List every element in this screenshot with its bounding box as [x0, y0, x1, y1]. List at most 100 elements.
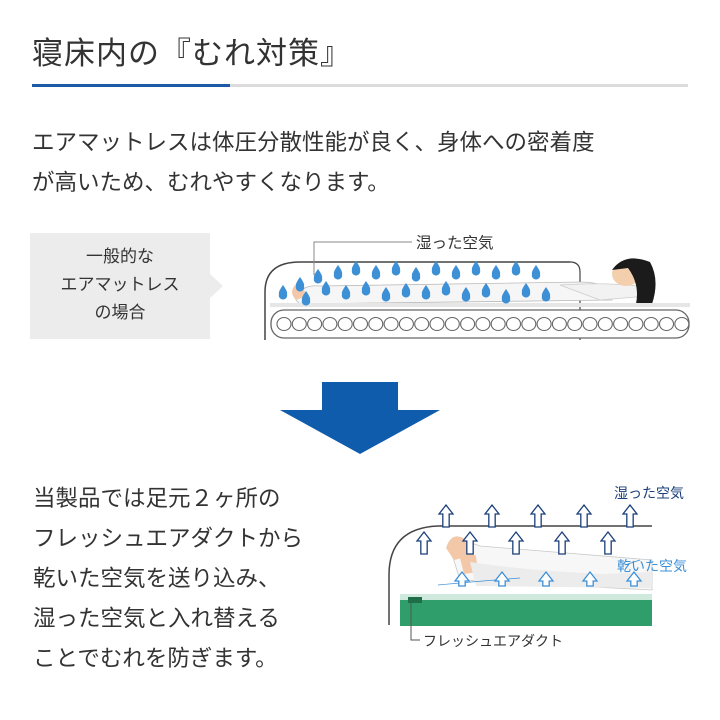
air-cell: [597, 316, 613, 332]
air-cell: [337, 316, 353, 332]
mattress-body: [400, 598, 652, 626]
water-droplet-icon: [541, 287, 551, 302]
up-arrow-icon: [507, 530, 525, 555]
up-arrow-icon: [621, 503, 639, 528]
air-cell: [444, 316, 460, 332]
air-cell: [490, 316, 506, 332]
up-arrow-icon: [415, 530, 433, 555]
intro-text: エアマットレスは体圧分散性能が良く、身体への密着度 が高いため、むれやすくなりま…: [32, 123, 697, 203]
water-droplet-icon: [295, 277, 305, 292]
air-cell: [460, 316, 476, 332]
up-arrow-icon: [453, 570, 471, 587]
up-arrow-icon: [575, 503, 593, 528]
airflow-arrows: [415, 503, 643, 587]
air-cell: [582, 316, 598, 332]
water-droplet-icon: [461, 287, 471, 302]
description-line: フレッシュエアダクトから: [33, 526, 304, 552]
water-droplet-icon: [501, 289, 511, 304]
air-cell: [674, 316, 690, 332]
air-cell: [658, 316, 675, 332]
general-case-label-box: [30, 233, 210, 339]
humid-air-droplets: [278, 261, 551, 306]
air-cell: [368, 316, 384, 332]
water-droplet-icon: [441, 281, 451, 296]
air-cell: [383, 316, 399, 332]
air-cell: [551, 316, 567, 332]
up-arrow-icon: [529, 503, 547, 528]
water-droplet-icon: [491, 265, 501, 280]
air-cell: [536, 316, 552, 332]
water-droplet-icon: [278, 285, 288, 300]
up-arrow-icon: [553, 530, 571, 555]
general-case-label: 一般的な エアマットレス の場合: [30, 243, 210, 327]
air-cell: [429, 316, 445, 332]
fresh-air-duct-label: フレッシュエアダクト: [423, 634, 563, 650]
water-droplet-icon: [301, 291, 311, 306]
air-cell: [628, 316, 644, 332]
air-cell: [291, 316, 307, 332]
label-line: エアマットレス: [60, 275, 180, 295]
water-droplet-icon: [451, 265, 461, 280]
air-cell: [643, 316, 659, 332]
water-droplet-icon: [371, 265, 381, 280]
air-cell: [322, 316, 338, 332]
up-arrow-icon: [625, 570, 643, 587]
dry-air-label: 乾いた空気: [617, 559, 687, 575]
down-arrow-icon: [280, 382, 440, 454]
air-cell: [475, 316, 491, 332]
up-arrow-icon: [493, 570, 511, 587]
water-droplet-icon: [421, 285, 431, 300]
air-cell-row: [276, 316, 690, 332]
intro-line: エアマットレスは体圧分散性能が良く、身体への密着度: [32, 130, 595, 156]
up-arrow-icon: [483, 503, 501, 528]
up-arrow-icon: [537, 570, 555, 587]
air-cell: [567, 316, 583, 332]
up-arrow-icon: [461, 530, 479, 555]
water-droplet-icon: [341, 285, 351, 300]
water-droplet-icon: [411, 267, 421, 282]
water-droplet-icon: [333, 265, 343, 280]
product-humid-air-label: 湿った空気: [614, 486, 684, 502]
water-droplet-icon: [431, 261, 441, 276]
air-cell: [505, 316, 522, 332]
description-line: 乾いた空気を送り込み、: [33, 566, 281, 592]
label-line: 一般的な: [86, 247, 154, 267]
air-cell: [352, 316, 369, 332]
air-cell: [276, 316, 292, 332]
title-accent-bar: [32, 84, 230, 87]
title-divider: [32, 84, 688, 87]
water-droplet-icon: [351, 261, 361, 276]
water-droplet-icon: [531, 265, 541, 280]
intro-line: が高いため、むれやすくなります。: [32, 170, 390, 196]
air-cell: [398, 316, 414, 332]
air-cell: [307, 316, 323, 332]
page-title: 寝床内の『むれ対策』: [32, 36, 352, 72]
air-cell: [414, 316, 430, 332]
fresh-air-duct: [408, 597, 422, 603]
description-line: 当製品では足元２ヶ所の: [33, 486, 281, 512]
air-cell: [521, 316, 537, 332]
description-line: 湿った空気と入れ替える: [33, 606, 280, 632]
description-line: ことでむれを防ぎます。: [33, 646, 278, 672]
up-arrow-icon: [437, 503, 455, 528]
water-droplet-icon: [321, 281, 331, 296]
label-pointer: [210, 274, 223, 298]
up-arrow-icon: [599, 530, 617, 555]
water-droplet-icon: [391, 261, 401, 276]
water-droplet-icon: [361, 281, 371, 296]
sleeping-person-icon: [292, 258, 656, 305]
up-arrow-icon: [581, 570, 599, 587]
air-cell: [613, 316, 629, 332]
water-droplet-icon: [313, 269, 323, 284]
water-droplet-icon: [481, 283, 491, 298]
product-description: 当製品では足元２ヶ所の フレッシュエアダクトから 乾いた空気を送り込み、 湿った…: [33, 479, 303, 679]
humid-air-label: 湿った空気: [416, 234, 494, 252]
water-droplet-icon: [511, 261, 521, 276]
water-droplet-icon: [471, 261, 481, 276]
water-droplet-icon: [381, 287, 391, 302]
water-droplet-icon: [401, 283, 411, 298]
label-line: の場合: [94, 303, 146, 323]
